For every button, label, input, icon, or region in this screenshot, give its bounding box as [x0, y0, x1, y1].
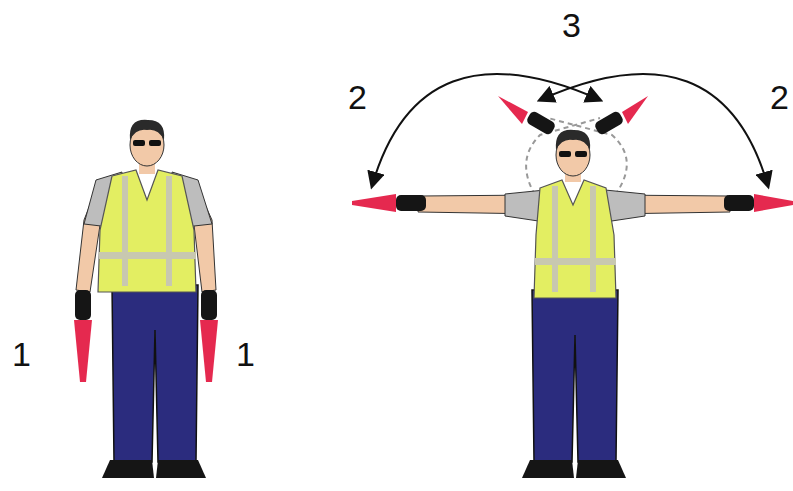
motion-arrows — [372, 74, 768, 186]
callout-number: 1 — [12, 337, 31, 371]
callout-number: 1 — [236, 337, 255, 371]
callout-number: 2 — [348, 80, 367, 114]
marshaller-arms-down — [74, 120, 218, 478]
motion-arrow — [372, 74, 600, 186]
callout-number: 2 — [770, 80, 789, 114]
marshaller-arms-out — [352, 96, 793, 478]
callout-number: 3 — [562, 8, 581, 42]
motion-arrow — [540, 74, 768, 186]
